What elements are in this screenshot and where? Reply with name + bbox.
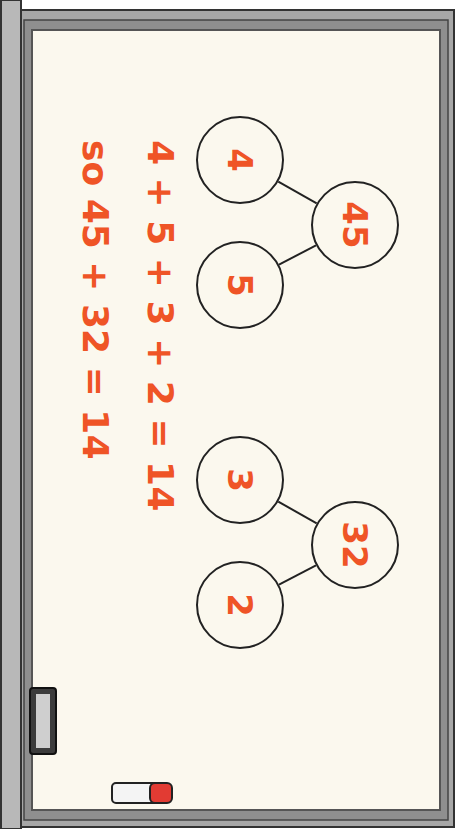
circle-number: 3: [223, 468, 257, 492]
number-circle: 4: [196, 116, 284, 204]
connector-line: [278, 182, 316, 204]
circle-number: 45: [338, 201, 372, 248]
connector-line: [278, 502, 316, 524]
marker-cap: [150, 783, 172, 803]
number-circle: 3: [196, 436, 284, 524]
board-tray: [1, 0, 21, 829]
circle-number: 32: [338, 521, 372, 568]
eraser: [30, 688, 56, 754]
equation-text: 4 + 5 + 3 + 2 = 14: [140, 140, 180, 511]
number-circle: 45: [311, 181, 399, 269]
board-surface: [32, 30, 440, 810]
frame-inner-edge: [24, 20, 448, 820]
board-frame: [2, 10, 454, 827]
circle-number: 4: [223, 148, 257, 172]
circle-number: 5: [223, 273, 257, 297]
number-circle: 2: [196, 561, 284, 649]
number-circle: 32: [311, 501, 399, 589]
eraser-pad: [36, 694, 50, 748]
connector-line: [279, 245, 316, 264]
equation-text: so 45 + 32 = 14: [75, 140, 115, 459]
connector-line: [279, 565, 316, 584]
circle-number: 2: [223, 593, 257, 617]
number-circle: 5: [196, 241, 284, 329]
